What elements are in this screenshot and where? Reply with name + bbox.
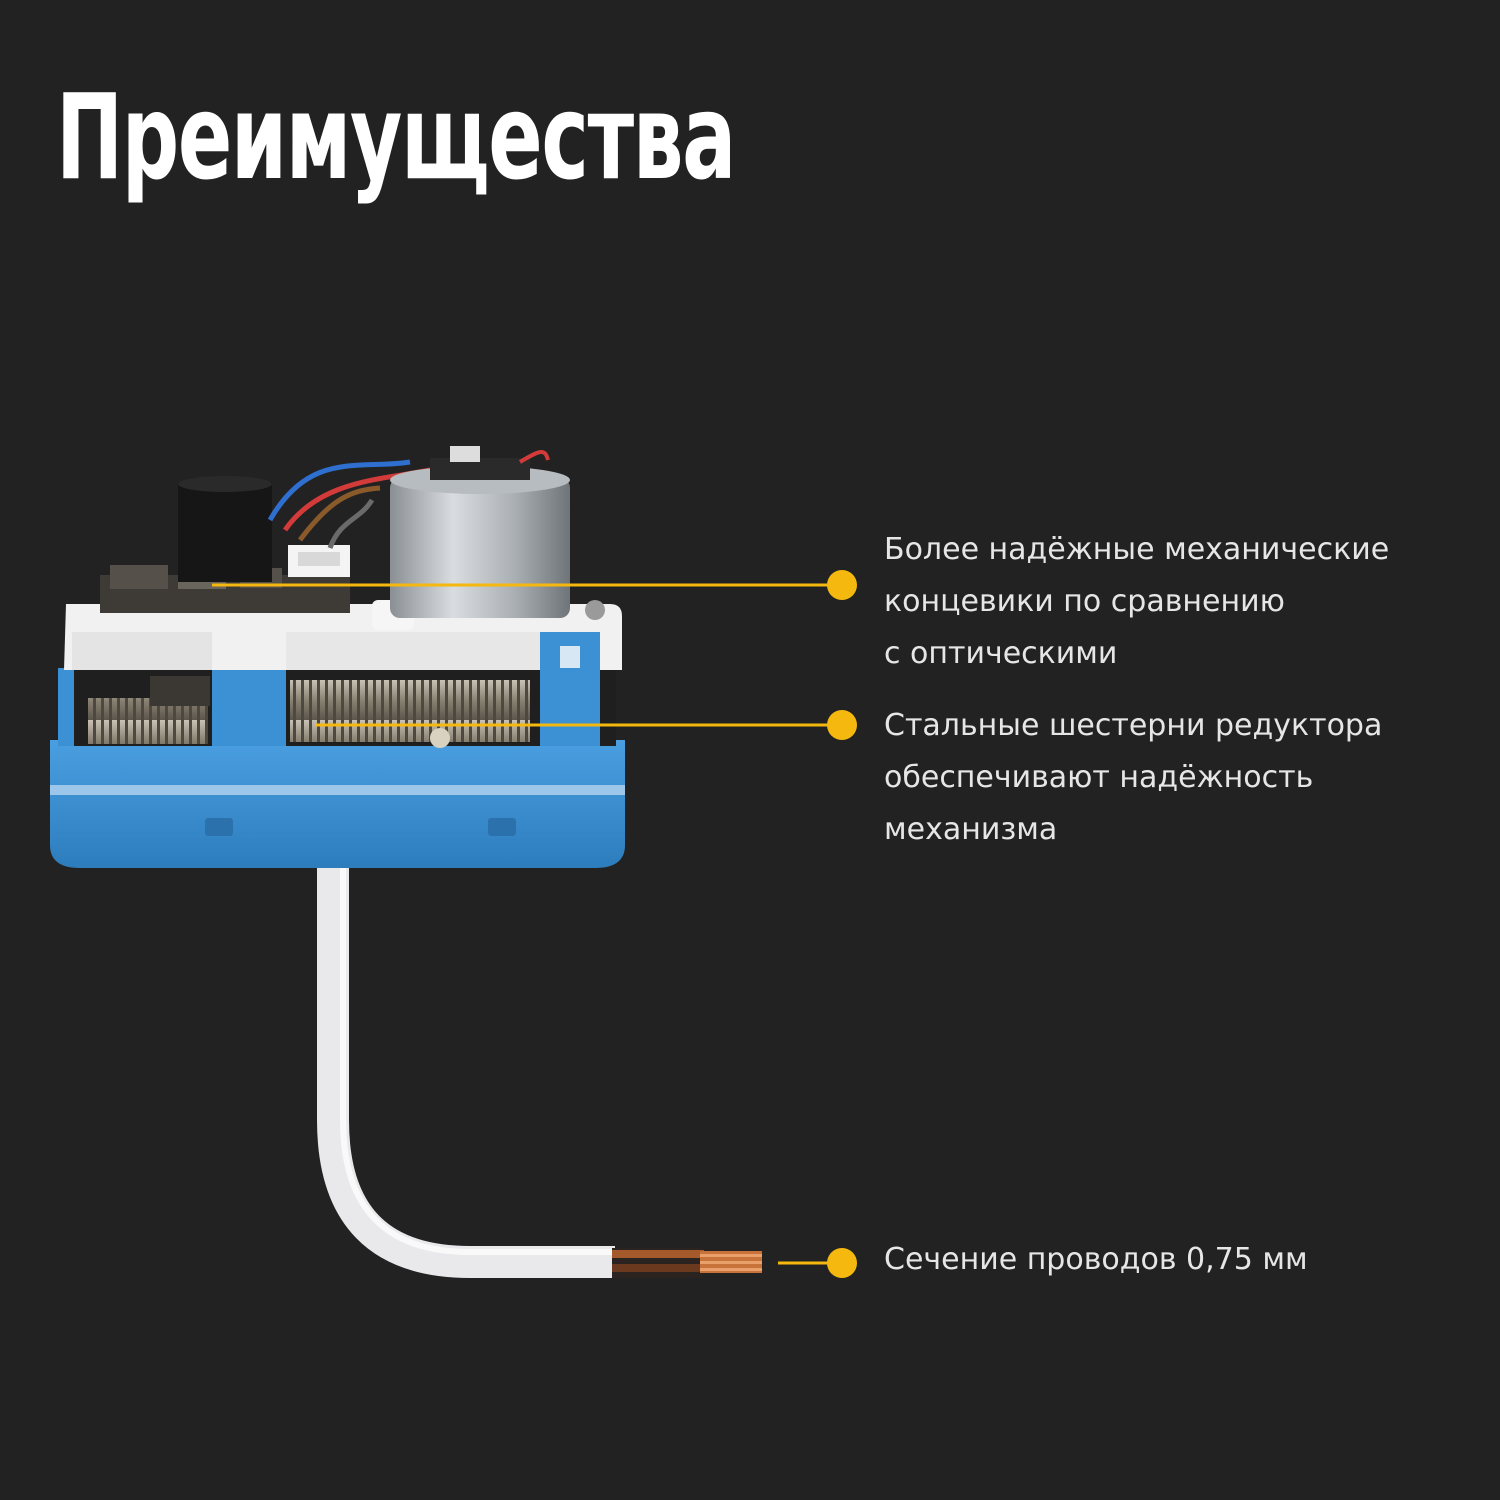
page-title: Преимущества xyxy=(56,68,736,206)
callout-line: концевики по сравнению xyxy=(884,584,1285,619)
callout-steel-gears: Стальные шестерни редуктора обеспечивают… xyxy=(884,700,1382,856)
white-plate xyxy=(64,604,622,670)
callout-marker-3 xyxy=(827,1248,857,1278)
callout-line: обеспечивают надёжность xyxy=(884,760,1314,795)
blue-housing xyxy=(50,740,625,868)
cable xyxy=(317,860,615,1278)
black-cylinder xyxy=(178,482,272,582)
callout-line: Сечение проводов 0,75 мм xyxy=(884,1242,1308,1277)
callout-marker-2 xyxy=(827,710,857,740)
dc-motor xyxy=(390,478,570,618)
callout-limit-switches: Более надёжные механические концевики по… xyxy=(884,524,1389,680)
callout-line: Стальные шестерни редуктора xyxy=(884,708,1383,743)
callout-wire-section: Сечение проводов 0,75 мм xyxy=(884,1234,1308,1286)
gear-stack xyxy=(290,680,530,742)
callout-marker-1 xyxy=(827,570,857,600)
callout-line: механизма xyxy=(884,812,1058,847)
callout-line: Более надёжные механические xyxy=(884,532,1390,567)
callout-line: с оптическими xyxy=(884,636,1118,671)
